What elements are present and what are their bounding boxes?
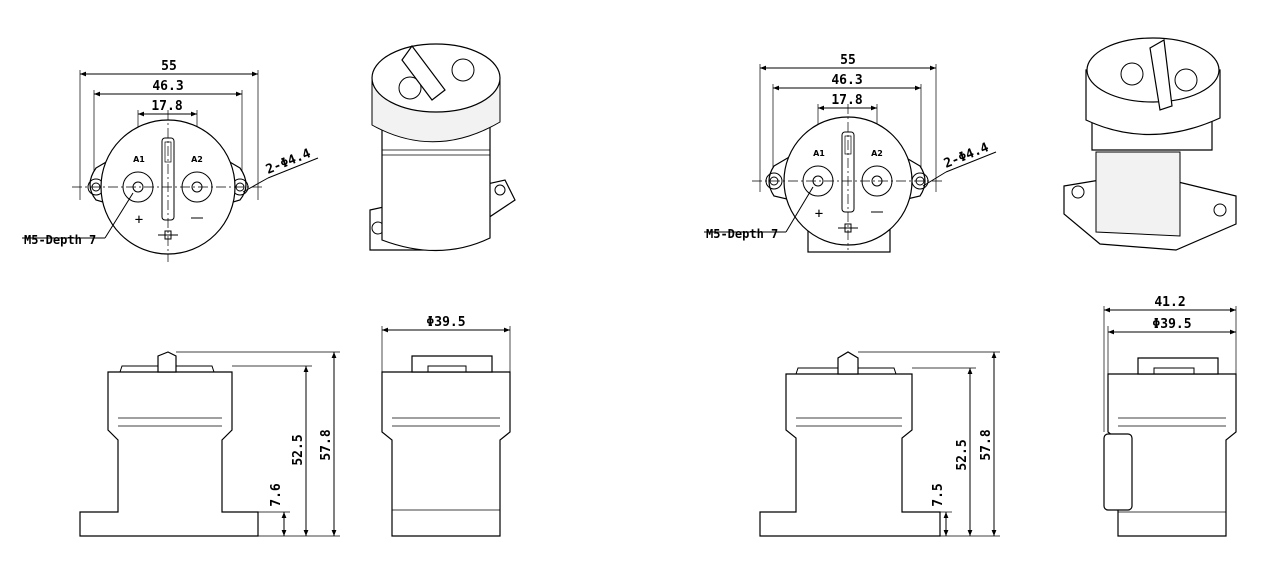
pin-a1-label: A1 — [133, 155, 145, 164]
3d-view-relay — [369, 43, 516, 252]
dim-flange-height: 7.5 — [931, 483, 946, 506]
dim-mount-hole: 2-Φ4.4 — [264, 146, 313, 178]
dim-terminal-pitch: 17.8 — [831, 93, 862, 108]
thread-callout: M5-Depth 7 — [24, 233, 96, 247]
coil-symbol — [838, 223, 858, 233]
3d-view-relay-with-bracket — [1063, 37, 1237, 251]
dim-diameter: Φ39.5 — [1152, 317, 1191, 332]
dim-total-height: 57.8 — [319, 429, 334, 460]
dim-mount-hole: 2-Φ4.4 — [942, 140, 991, 172]
dim-body-height: 52.5 — [291, 434, 306, 465]
dim-body-height: 52.5 — [955, 439, 970, 470]
dim-hole-pitch: 46.3 — [152, 79, 183, 94]
top-view-right: 55 46.3 17.8 A1 A2 + 2-Φ4.4 M5-Dept — [704, 53, 997, 253]
pin-a2-label: A2 — [191, 155, 203, 164]
side-view-left: 57.8 52.5 7.6 — [79, 351, 340, 537]
dim-hole-pitch: 46.3 — [831, 73, 862, 88]
dim-total-height: 57.8 — [979, 429, 994, 460]
dim-diameter: Φ39.5 — [426, 315, 465, 330]
pin-a2-label: A2 — [871, 149, 883, 158]
dim-flange-height: 7.6 — [269, 483, 284, 507]
dim-width: 41.2 — [1154, 295, 1185, 310]
side-view-right: 57.8 52.5 7.5 — [759, 351, 1000, 537]
coil-symbol — [158, 230, 178, 240]
dim-overall-width: 55 — [161, 59, 177, 74]
front-view-right: 41.2 Φ39.5 — [1103, 295, 1237, 537]
svg-text:+: + — [135, 212, 143, 228]
dim-terminal-pitch: 17.8 — [151, 99, 182, 114]
svg-text:+: + — [815, 206, 823, 222]
front-view-left: Φ39.5 — [381, 315, 511, 537]
top-view-left: 55 46.3 17.8 A1 A2 + — [22, 59, 319, 262]
pin-a1-label: A1 — [813, 149, 825, 158]
thread-callout: M5-Depth 7 — [706, 227, 778, 241]
dim-overall-width: 55 — [840, 53, 856, 68]
